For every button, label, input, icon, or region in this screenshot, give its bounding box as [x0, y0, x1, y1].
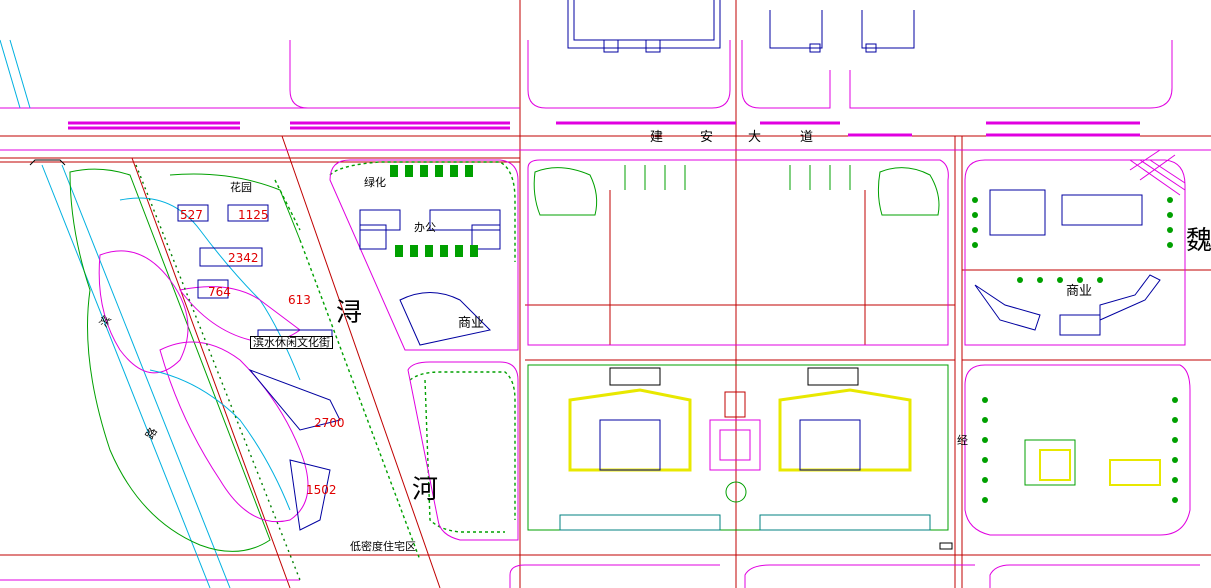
area-number-1: 527	[180, 208, 203, 222]
top-buildings	[567, 0, 915, 53]
area-number-5: 613	[288, 293, 311, 307]
road-label-jing: 经	[957, 434, 968, 447]
area-number-2: 1125	[238, 208, 269, 222]
road-name-char-1: 建	[650, 130, 664, 145]
commercial-label-1: 商业	[458, 316, 485, 331]
road-name-char-3: 大	[748, 130, 762, 145]
right-edge-label: 魏	[1186, 226, 1211, 256]
river-label-1: 浔	[336, 298, 363, 328]
middle-left-blocks	[329, 159, 519, 541]
road-dash-bars	[68, 121, 1140, 137]
residential-area-label: 低密度住宅区	[350, 540, 416, 553]
river-label-2: 河	[412, 475, 439, 505]
middle-left-buildings	[359, 209, 501, 346]
area-number-4: 764	[208, 285, 231, 299]
area-number-6: 2700	[314, 416, 345, 430]
middle-left-greenery	[390, 165, 478, 257]
area-number-3: 2342	[228, 251, 259, 265]
right-plaza	[1024, 439, 1161, 486]
central-plaza	[527, 159, 949, 531]
misc-markers	[29, 159, 953, 550]
office-label: 办公	[414, 221, 436, 234]
left-buildings	[177, 204, 333, 345]
area-number-7: 1502	[306, 483, 337, 497]
magenta-road-edges	[0, 40, 1211, 588]
plaza-corner-gardens	[533, 167, 940, 216]
right-blocks	[964, 159, 1191, 536]
culture-street-label: 滨水休闲文化街	[250, 336, 333, 349]
commercial-label-2: 商业	[1066, 284, 1093, 299]
right-buildings	[974, 189, 1161, 336]
left-park	[69, 168, 341, 552]
left-river-lines	[0, 39, 231, 588]
road-name-char-2: 安	[700, 130, 714, 145]
greenery-label: 绿化	[364, 176, 386, 189]
tree-rows	[135, 161, 516, 581]
road-name-char-4: 道	[800, 130, 814, 145]
plaza-entry-lines	[624, 165, 851, 190]
right-tree-dots	[972, 197, 1178, 503]
right-hatch	[1129, 149, 1186, 196]
garden-label: 花园	[230, 181, 252, 194]
